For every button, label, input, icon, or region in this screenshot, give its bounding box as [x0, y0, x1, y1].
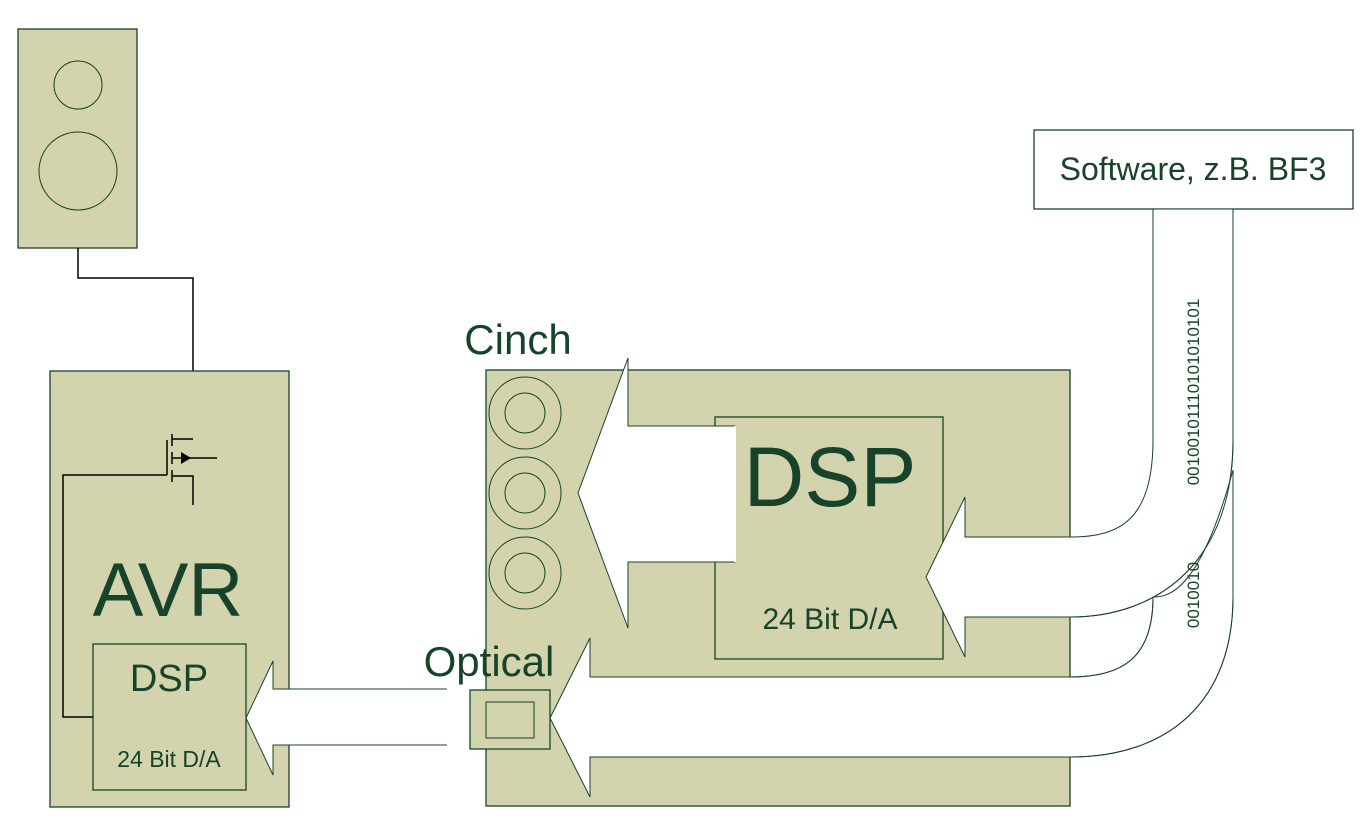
- speaker-tweeter-icon: [53, 60, 103, 110]
- bitstream-2: 0010010: [1184, 562, 1203, 628]
- avr-dsp-block: [92, 643, 247, 791]
- avr-dsp-title: DSP: [130, 658, 208, 700]
- optical-port: [469, 689, 551, 750]
- cinch-jacks: [488, 376, 562, 610]
- cinch-jack-icon: [488, 456, 562, 530]
- transistor-icon: [62, 434, 217, 718]
- source-dsp-title: DSP: [744, 430, 917, 524]
- speaker-woofer-icon: [38, 131, 118, 211]
- cinch-label: Cinch: [464, 316, 571, 363]
- speaker-cabinet: [17, 28, 138, 249]
- software-box: [1033, 129, 1354, 210]
- avr-dsp-subtitle: 24 Bit D/A: [117, 746, 221, 772]
- bitstream-1: 00100101110101010101: [1184, 299, 1203, 486]
- optical-to-avr-arrow: [245, 660, 449, 776]
- cinch-jack-icon: [488, 376, 562, 450]
- source-dsp-subtitle: 24 Bit D/A: [762, 603, 897, 636]
- software-label: Software, z.B. BF3: [1060, 151, 1327, 187]
- avr-device: AVR DSP 24 Bit D/A: [49, 370, 471, 808]
- speaker-wire: [77, 248, 194, 440]
- dsp-to-cinch-arrow: [577, 357, 736, 629]
- cinch-jack-icon: [488, 536, 562, 610]
- optical-port-icon: [485, 701, 535, 739]
- avr-title: AVR: [93, 548, 244, 633]
- software-to-dsp-arrow-edge: [1069, 439, 1234, 618]
- optical-label: Optical: [424, 638, 555, 685]
- speaker: [17, 28, 138, 249]
